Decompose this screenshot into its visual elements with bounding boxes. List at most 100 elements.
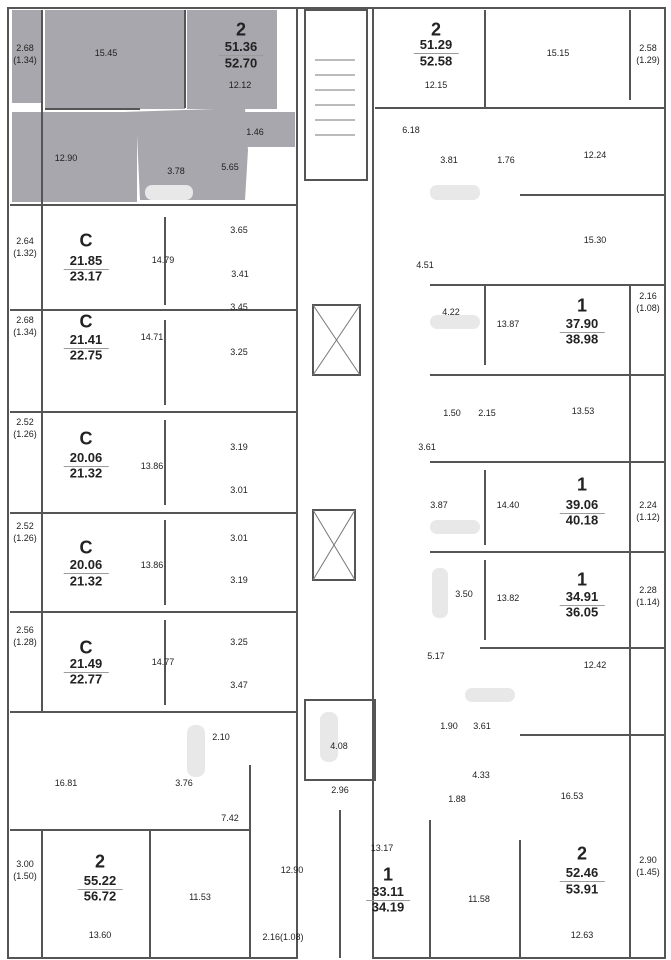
room-area: 15.30 (583, 234, 607, 245)
balcony-area-reduced: (1.34) (13, 326, 37, 337)
room-area: 3.78 (167, 165, 185, 176)
apartment-area: 20.06 (63, 557, 109, 574)
room-area: 3.65 (230, 224, 248, 235)
room-area: 11.58 (468, 893, 490, 904)
balcony-area-reduced: (1.26) (13, 428, 37, 439)
room-area: 12.12 (228, 79, 252, 90)
room-area: 3.45 (230, 301, 248, 312)
apartment-type: 2 (94, 851, 106, 872)
room-area: 1.46 (246, 126, 264, 137)
room-area: 5.17 (427, 650, 445, 661)
walls (7, 7, 666, 959)
room-area: 3.61 (473, 720, 491, 731)
balcony-area: 2.56 (16, 624, 34, 635)
room-area: 3.50 (455, 588, 473, 599)
balcony-area: 2.68 (16, 314, 34, 325)
room-area: 3.41 (231, 268, 249, 279)
room-area: 13.53 (571, 405, 595, 416)
apartment-type: 2 (235, 19, 247, 40)
room-area: 3.01 (230, 484, 248, 495)
room-area: 3.25 (230, 346, 248, 357)
balcony-area: 2.58 (639, 42, 657, 53)
apartment-area-total: 40.18 (565, 512, 599, 528)
apartment-area: 33.11 (366, 884, 410, 901)
stairs (312, 59, 361, 581)
room-area: 12.90 (54, 152, 78, 163)
room-area: 12.42 (583, 659, 607, 670)
balcony-area-reduced: (1.08) (636, 302, 660, 313)
room-area: 1.88 (448, 793, 466, 804)
apartment-type: C (79, 537, 93, 558)
room-area: 3.47 (230, 679, 248, 690)
room-area: 13.17 (370, 842, 394, 853)
apartment-area: 21.85 (63, 253, 109, 270)
apartment-type: C (79, 637, 93, 658)
balcony-area: 2.68 (16, 42, 34, 53)
room-area: 16.53 (560, 790, 584, 801)
room-area: 4.22 (442, 306, 460, 317)
apartment-area: 39.06 (559, 497, 605, 514)
apartment-type: 2 (576, 843, 588, 864)
room-area: 13.87 (496, 318, 520, 329)
balcony-area-reduced: (1.34) (13, 54, 37, 65)
balcony-area: 3.00 (16, 858, 34, 869)
room-area: 13.86 (140, 460, 164, 471)
apartment-area-total: 34.19 (371, 899, 405, 915)
room-area: 14.40 (496, 499, 520, 510)
balcony-area: 2.64 (16, 235, 34, 246)
apartment-area: 20.06 (63, 450, 109, 467)
balcony-area: 2.52 (16, 520, 34, 531)
apartment-type: C (79, 311, 93, 332)
apartment-area: 21.41 (63, 332, 109, 349)
apartment-type: 1 (576, 474, 588, 495)
room-area: 14.79 (151, 254, 175, 265)
room-area: 1.90 (440, 720, 458, 731)
apartment-area: 55.22 (77, 873, 123, 890)
apartment-area: 21.49 (63, 656, 109, 673)
room-area: 4.51 (416, 259, 434, 270)
room-area: 2.96 (331, 784, 349, 795)
selected-apartment-fill (12, 10, 295, 202)
room-area: 6.18 (402, 124, 420, 135)
apartment-area: 52.46 (559, 865, 605, 882)
room-area: 1.76 (497, 154, 515, 165)
room-area: 3.01 (230, 532, 248, 543)
room-area: 3.61 (418, 441, 436, 452)
room-area: 12.63 (570, 929, 594, 940)
balcony-area-reduced: (1.14) (636, 596, 660, 607)
balcony-area: 2.24 (639, 499, 657, 510)
room-area: 3.19 (230, 574, 248, 585)
room-area: 14.71 (140, 331, 164, 342)
apartment-type: 1 (382, 864, 394, 885)
room-area: 1.50 (443, 407, 461, 418)
room-area: 3.76 (175, 777, 193, 788)
balcony-area: 2.16(1.08) (262, 931, 304, 942)
room-area: 13.86 (140, 559, 164, 570)
apartment-area-total: 21.32 (69, 465, 103, 481)
room-area: 11.53 (189, 891, 211, 902)
room-area: 5.65 (221, 161, 239, 172)
apartment-type: 1 (576, 569, 588, 590)
room-area: 12.15 (424, 79, 448, 90)
apartment-area: 37.90 (559, 316, 605, 333)
apartment-area-total: 56.72 (83, 888, 117, 904)
room-area: 2.15 (478, 407, 496, 418)
apartment-area: 51.36 (218, 39, 264, 56)
room-area: 13.82 (496, 592, 520, 603)
room-area: 3.25 (230, 636, 248, 647)
apartment-area-total: 23.17 (69, 268, 103, 284)
room-area: 16.81 (54, 777, 78, 788)
room-area: 4.08 (330, 740, 348, 751)
balcony-area: 2.52 (16, 416, 34, 427)
apartment-area-total: 52.58 (419, 53, 453, 69)
balcony-area-reduced: (1.26) (13, 532, 37, 543)
balcony-area-reduced: (1.45) (636, 866, 660, 877)
apartment-type: 2 (430, 19, 442, 40)
room-area: 3.81 (440, 154, 458, 165)
room-area: 3.19 (230, 441, 248, 452)
room-area: 15.15 (546, 47, 570, 58)
balcony-area: 2.16 (639, 290, 657, 301)
apartment-type: 1 (576, 295, 588, 316)
